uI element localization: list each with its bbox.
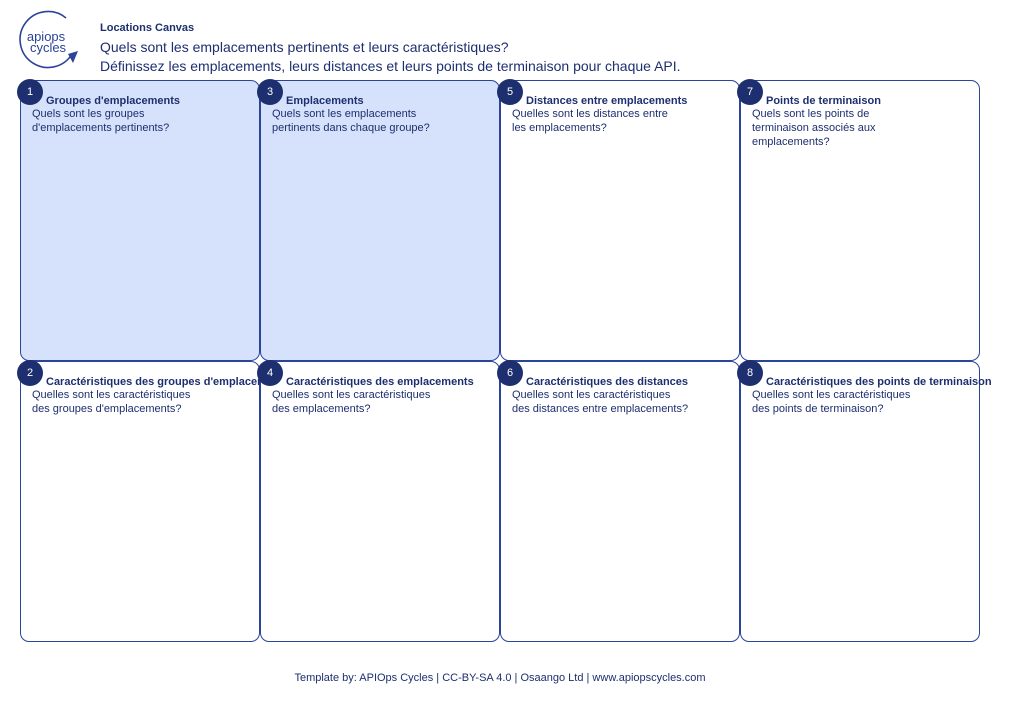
apiops-cycles-logo: apiops cycles bbox=[19, 10, 78, 69]
cell-question: Quels sont les points de terminaison ass… bbox=[752, 108, 876, 148]
cell-title: Emplacements bbox=[286, 95, 364, 107]
canvas-instruction: Définissez les emplacements, leurs dista… bbox=[100, 58, 681, 74]
cell-number-badge: 7 bbox=[737, 79, 763, 105]
cell-question: Quels sont les groupes d'emplacements pe… bbox=[32, 108, 170, 134]
cell-question: Quels sont les emplacements pertinents d… bbox=[272, 108, 430, 134]
cell-endpoint-characteristics[interactable]: 8 Caractéristiques des points de termina… bbox=[737, 360, 992, 642]
cell-number-badge: 5 bbox=[497, 79, 523, 105]
cell-distance-characteristics[interactable]: 6 Caractéristiques des distances Quelles… bbox=[497, 360, 740, 642]
cell-location-groups[interactable]: 1 Groupes d'emplacements Quels sont les … bbox=[17, 79, 260, 361]
cell-number-badge: 4 bbox=[257, 360, 283, 386]
cell-location-group-characteristics[interactable]: 2 Caractéristiques des groupes d'emplace… bbox=[17, 360, 289, 642]
cell-question: Quelles sont les caractéristiques des gr… bbox=[32, 389, 191, 415]
canvas-question: Quels sont les emplacements pertinents e… bbox=[100, 39, 509, 55]
cell-number-badge: 2 bbox=[17, 360, 43, 386]
cell-number-badge: 1 bbox=[17, 79, 43, 105]
cell-endpoints[interactable]: 7 Points de terminaison Quels sont les p… bbox=[737, 79, 980, 361]
cell-title: Caractéristiques des groupes d'emplaceme… bbox=[46, 376, 290, 388]
cell-locations[interactable]: 3 Emplacements Quels sont les emplacemen… bbox=[257, 79, 500, 361]
cell-title: Distances entre emplacements bbox=[526, 95, 688, 107]
cell-question: Quelles sont les caractéristiques des di… bbox=[512, 389, 689, 415]
logo-text-cycles: cycles bbox=[30, 40, 67, 55]
canvas-title: Locations Canvas bbox=[100, 22, 195, 34]
cell-title: Points de terminaison bbox=[766, 95, 881, 107]
template-credit-footer: Template by: APIOps Cycles | CC-BY-SA 4.… bbox=[294, 672, 706, 684]
cell-question: Quelles sont les caractéristiques des em… bbox=[272, 389, 431, 415]
cell-number-badge: 8 bbox=[737, 360, 763, 386]
cell-title: Caractéristiques des points de terminais… bbox=[766, 376, 992, 388]
cell-location-characteristics[interactable]: 4 Caractéristiques des emplacements Quel… bbox=[257, 360, 500, 642]
cell-question: Quelles sont les caractéristiques des po… bbox=[752, 389, 911, 415]
cell-title: Caractéristiques des distances bbox=[526, 376, 689, 388]
cell-location-distances[interactable]: 5 Distances entre emplacements Quelles s… bbox=[497, 79, 740, 361]
cell-title: Caractéristiques des emplacements bbox=[286, 376, 474, 388]
canvas-header: Locations Canvas Quels sont les emplacem… bbox=[100, 22, 681, 76]
cell-question: Quelles sont les distances entre les emp… bbox=[512, 108, 668, 134]
cell-number-badge: 3 bbox=[257, 79, 283, 105]
logo-text-apiops: apiops bbox=[27, 29, 66, 44]
cell-title: Groupes d'emplacements bbox=[46, 95, 181, 107]
cell-number-badge: 6 bbox=[497, 360, 523, 386]
